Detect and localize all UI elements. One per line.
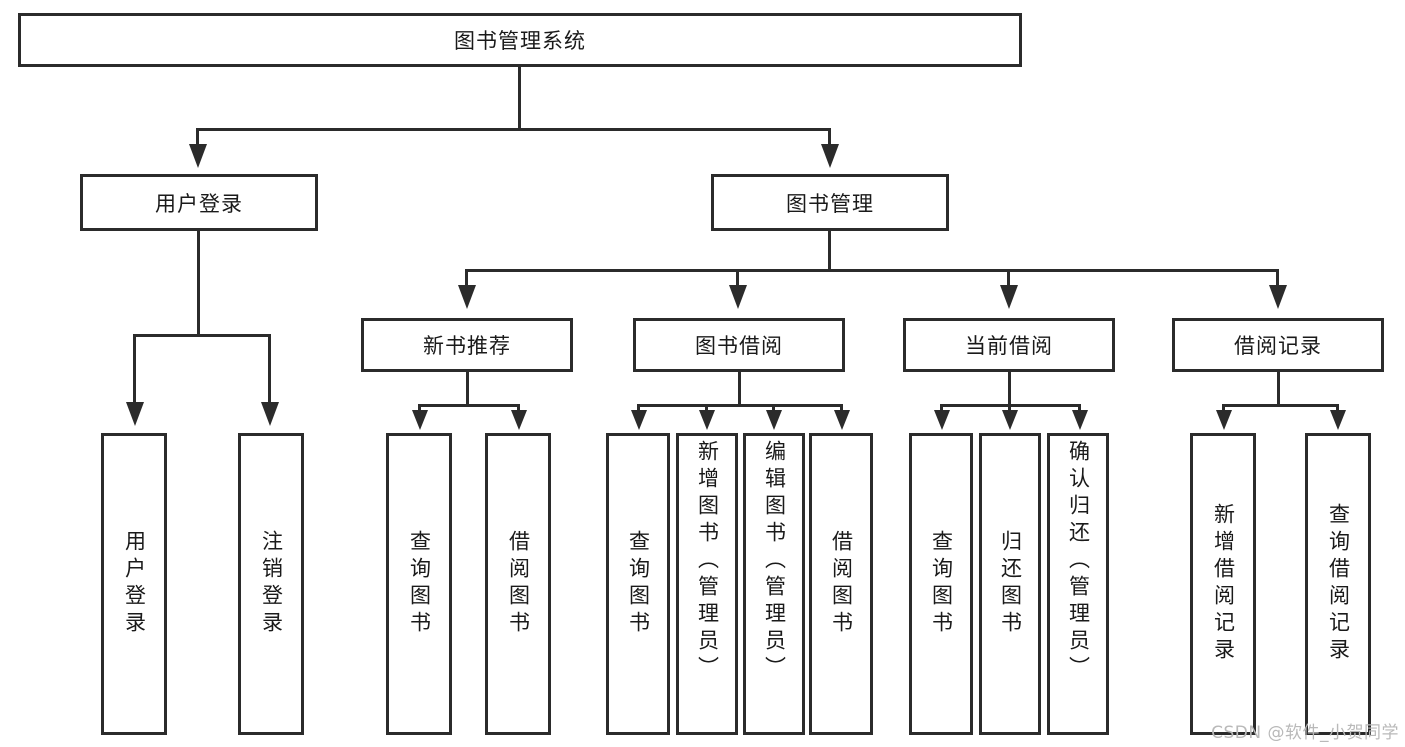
leaf-current-borrow-return[interactable]: 归还图书 <box>979 433 1041 735</box>
leaf-user-login-logout[interactable]: 注销登录 <box>238 433 304 735</box>
leaf-new-book-query[interactable]: 查询图书 <box>386 433 452 735</box>
connector-level3-drop-4 <box>1276 269 1279 289</box>
connector-book-borrow-bus <box>637 404 842 407</box>
arrow-leaf-user-login-1 <box>126 402 144 426</box>
arrow-to-book-borrow <box>729 285 747 309</box>
arrow-leaf-book-borrow-4 <box>834 410 850 430</box>
connector-new-book-bus <box>418 404 519 407</box>
connector-level3-bus <box>465 269 1279 272</box>
arrow-to-book-manage <box>821 144 839 168</box>
arrow-leaf-borrow-record-1 <box>1216 410 1232 430</box>
connector-new-book-stem <box>466 372 469 406</box>
node-book-management[interactable]: 图书管理 <box>711 174 949 231</box>
connector-user-login-stem <box>197 231 200 336</box>
leaf-book-borrow-borrow[interactable]: 借阅图书 <box>809 433 873 735</box>
leaf-current-borrow-confirm[interactable]: 确认归还（管理员） <box>1047 433 1109 735</box>
leaf-label: 查询图书 <box>407 530 432 638</box>
leaf-label: 新增图书（管理员） <box>695 440 720 683</box>
leaf-label: 查询借阅记录 <box>1326 503 1351 665</box>
arrow-leaf-book-borrow-2 <box>699 410 715 430</box>
connector-borrow-record-bus <box>1222 404 1339 407</box>
leaf-label: 编辑图书（管理员） <box>762 440 787 683</box>
arrow-leaf-new-book-2 <box>511 410 527 430</box>
arrow-leaf-book-borrow-1 <box>631 410 647 430</box>
connector-level2-bus <box>196 128 830 131</box>
connector-level3-drop-1 <box>465 269 468 289</box>
arrow-to-borrow-record <box>1269 285 1287 309</box>
arrow-to-current-borrow <box>1000 285 1018 309</box>
arrow-leaf-current-borrow-3 <box>1072 410 1088 430</box>
leaf-book-borrow-add[interactable]: 新增图书（管理员） <box>676 433 738 735</box>
leaf-label: 借阅图书 <box>506 530 531 638</box>
node-new-book-recommend[interactable]: 新书推荐 <box>361 318 573 372</box>
connector-user-login-drop-2 <box>268 334 271 406</box>
leaf-label: 查询图书 <box>929 530 954 638</box>
leaf-borrow-record-query[interactable]: 查询借阅记录 <box>1305 433 1371 735</box>
arrow-leaf-current-borrow-1 <box>934 410 950 430</box>
connector-to-book-manage <box>828 128 831 148</box>
leaf-label: 用户登录 <box>122 530 147 638</box>
arrow-leaf-current-borrow-2 <box>1002 410 1018 430</box>
leaf-label: 新增借阅记录 <box>1211 503 1236 665</box>
connector-level3-drop-2 <box>736 269 739 289</box>
node-label: 图书借阅 <box>695 334 783 358</box>
connector-current-borrow-stem <box>1008 372 1011 406</box>
node-label: 图书管理 <box>786 191 874 216</box>
node-current-borrow[interactable]: 当前借阅 <box>903 318 1115 372</box>
node-label: 用户登录 <box>155 191 243 216</box>
leaf-book-borrow-edit[interactable]: 编辑图书（管理员） <box>743 433 805 735</box>
arrow-leaf-book-borrow-3 <box>766 410 782 430</box>
connector-level3-drop-3 <box>1007 269 1010 289</box>
arrow-to-new-book-recommend <box>458 285 476 309</box>
node-label: 新书推荐 <box>423 334 511 358</box>
node-book-borrow[interactable]: 图书借阅 <box>633 318 845 372</box>
arrow-to-user-login <box>189 144 207 168</box>
node-label: 图书管理系统 <box>454 29 586 53</box>
node-borrow-record[interactable]: 借阅记录 <box>1172 318 1384 372</box>
leaf-current-borrow-query[interactable]: 查询图书 <box>909 433 973 735</box>
leaf-label: 归还图书 <box>998 530 1023 638</box>
leaf-label: 注销登录 <box>259 530 284 638</box>
leaf-user-login-login[interactable]: 用户登录 <box>101 433 167 735</box>
leaf-label: 借阅图书 <box>829 530 854 638</box>
connector-book-manage-stem <box>828 231 831 272</box>
arrow-leaf-user-login-2 <box>261 402 279 426</box>
connector-root-stem <box>518 67 521 130</box>
leaf-label: 查询图书 <box>626 530 651 638</box>
connector-to-user-login <box>196 128 199 148</box>
node-label: 当前借阅 <box>965 334 1053 358</box>
leaf-book-borrow-query[interactable]: 查询图书 <box>606 433 670 735</box>
node-user-login[interactable]: 用户登录 <box>80 174 318 231</box>
leaf-borrow-record-add[interactable]: 新增借阅记录 <box>1190 433 1256 735</box>
connector-user-login-drop-1 <box>133 334 136 406</box>
arrow-leaf-borrow-record-2 <box>1330 410 1346 430</box>
node-root-system[interactable]: 图书管理系统 <box>18 13 1022 67</box>
leaf-label: 确认归还（管理员） <box>1066 440 1091 683</box>
connector-user-login-bus <box>133 334 270 337</box>
leaf-new-book-borrow[interactable]: 借阅图书 <box>485 433 551 735</box>
connector-book-borrow-stem <box>738 372 741 406</box>
arrow-leaf-new-book-1 <box>412 410 428 430</box>
node-label: 借阅记录 <box>1234 334 1322 358</box>
connector-borrow-record-stem <box>1277 372 1280 406</box>
